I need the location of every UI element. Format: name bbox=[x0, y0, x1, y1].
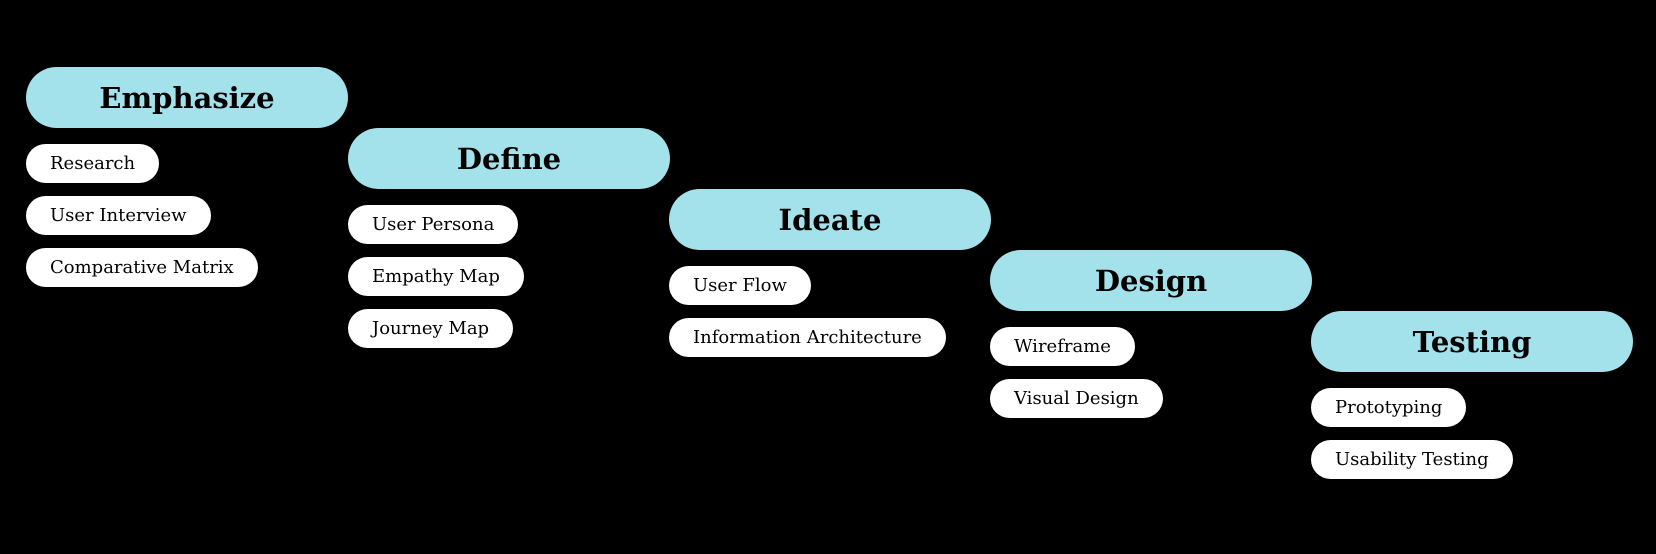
stage-item: Prototyping bbox=[1311, 388, 1467, 427]
stage-item: User Persona bbox=[348, 205, 519, 244]
stage-item: Visual Design bbox=[990, 379, 1163, 418]
stage-item: Comparative Matrix bbox=[26, 248, 258, 287]
stage-header: Testing bbox=[1311, 311, 1633, 372]
stage-header: Define bbox=[348, 128, 670, 189]
stage-emphasize: Emphasize Research User Interview Compar… bbox=[26, 67, 348, 287]
stage-item: User Flow bbox=[669, 266, 811, 305]
stage-design: Design Wireframe Visual Design bbox=[990, 250, 1312, 418]
stage-item: Usability Testing bbox=[1311, 440, 1513, 479]
stage-header: Design bbox=[990, 250, 1312, 311]
stage-items: User Flow Information Architecture bbox=[669, 266, 991, 357]
stage-ideate: Ideate User Flow Information Architectur… bbox=[669, 189, 991, 357]
stage-item: Journey Map bbox=[348, 309, 514, 348]
stage-header: Emphasize bbox=[26, 67, 348, 128]
stage-items: User Persona Empathy Map Journey Map bbox=[348, 205, 670, 348]
stage-items: Prototyping Usability Testing bbox=[1311, 388, 1633, 479]
stage-item: Information Architecture bbox=[669, 318, 946, 357]
stage-items: Wireframe Visual Design bbox=[990, 327, 1312, 418]
stage-items: Research User Interview Comparative Matr… bbox=[26, 144, 348, 287]
stage-item: Wireframe bbox=[990, 327, 1135, 366]
stage-item: Research bbox=[26, 144, 160, 183]
stage-item: User Interview bbox=[26, 196, 211, 235]
stage-item: Empathy Map bbox=[348, 257, 524, 296]
stage-define: Define User Persona Empathy Map Journey … bbox=[348, 128, 670, 348]
stage-header: Ideate bbox=[669, 189, 991, 250]
stage-testing: Testing Prototyping Usability Testing bbox=[1311, 311, 1633, 479]
